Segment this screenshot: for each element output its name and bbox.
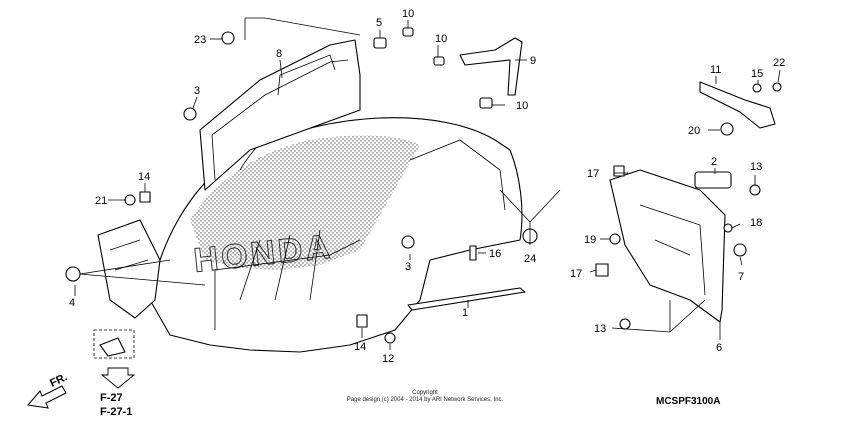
- callout-2: 2: [711, 156, 717, 168]
- callout-16: 16: [489, 248, 501, 260]
- leader-lines: [74, 17, 781, 350]
- copyright-line: Page design (c) 2004 - 2014 by ARI Netwo…: [347, 397, 504, 403]
- ref-label-f27: F-27: [100, 392, 123, 404]
- callout-14-lower: 14: [354, 341, 366, 353]
- callout-13-upper: 13: [750, 161, 762, 173]
- callout-13-lower: 13: [594, 323, 606, 335]
- bracket-11: [699, 81, 776, 129]
- callout-9: 9: [530, 55, 536, 67]
- callout-8: 8: [276, 48, 282, 60]
- callout-10-middle: 10: [435, 33, 447, 45]
- front-arrow-icon: [27, 385, 67, 409]
- reflector-2: [694, 171, 732, 189]
- callout-4: 4: [69, 297, 75, 309]
- callout-19: 19: [584, 234, 596, 246]
- callout-labels: 1 2 3 3 4 5 6 7 8 9 10 10 10 11 12 13 13…: [69, 8, 785, 365]
- callout-10-top: 10: [402, 8, 414, 20]
- copyright-title: Copyright: [412, 390, 438, 396]
- callout-5: 5: [376, 17, 382, 29]
- callout-3-upper: 3: [194, 85, 200, 97]
- callout-18: 18: [750, 217, 762, 229]
- ref-label-f27-1: F-27-1: [100, 406, 132, 418]
- callout-22: 22: [773, 57, 785, 69]
- rear-fender-assembly: HONDA: [149, 59, 523, 353]
- bracket-9: [459, 37, 523, 96]
- side-cover-6: [609, 169, 726, 323]
- callout-11: 11: [710, 64, 721, 76]
- callout-23: 23: [194, 34, 206, 46]
- callout-1: 1: [462, 307, 468, 319]
- left-mud-guard: [97, 219, 161, 319]
- callout-24: 24: [524, 253, 536, 265]
- diagram-code: MCSPF3100A: [656, 396, 720, 407]
- callout-3-lower: 3: [405, 261, 411, 273]
- hardware: [65, 27, 782, 344]
- reference-box: [93, 329, 136, 389]
- callout-6: 6: [716, 342, 722, 354]
- callout-17-lower: 17: [570, 268, 582, 280]
- callout-12: 12: [382, 353, 394, 365]
- callout-20: 20: [688, 125, 700, 137]
- inner-fender: [199, 39, 361, 191]
- callout-10-right: 10: [516, 100, 528, 112]
- callout-17-upper: 17: [587, 168, 599, 180]
- callout-7: 7: [738, 271, 744, 283]
- rod-1: [407, 287, 526, 311]
- front-label: FR.: [48, 371, 69, 389]
- callout-14-upper: 14: [138, 171, 150, 183]
- callout-21: 21: [95, 195, 107, 207]
- callout-15: 15: [751, 68, 763, 80]
